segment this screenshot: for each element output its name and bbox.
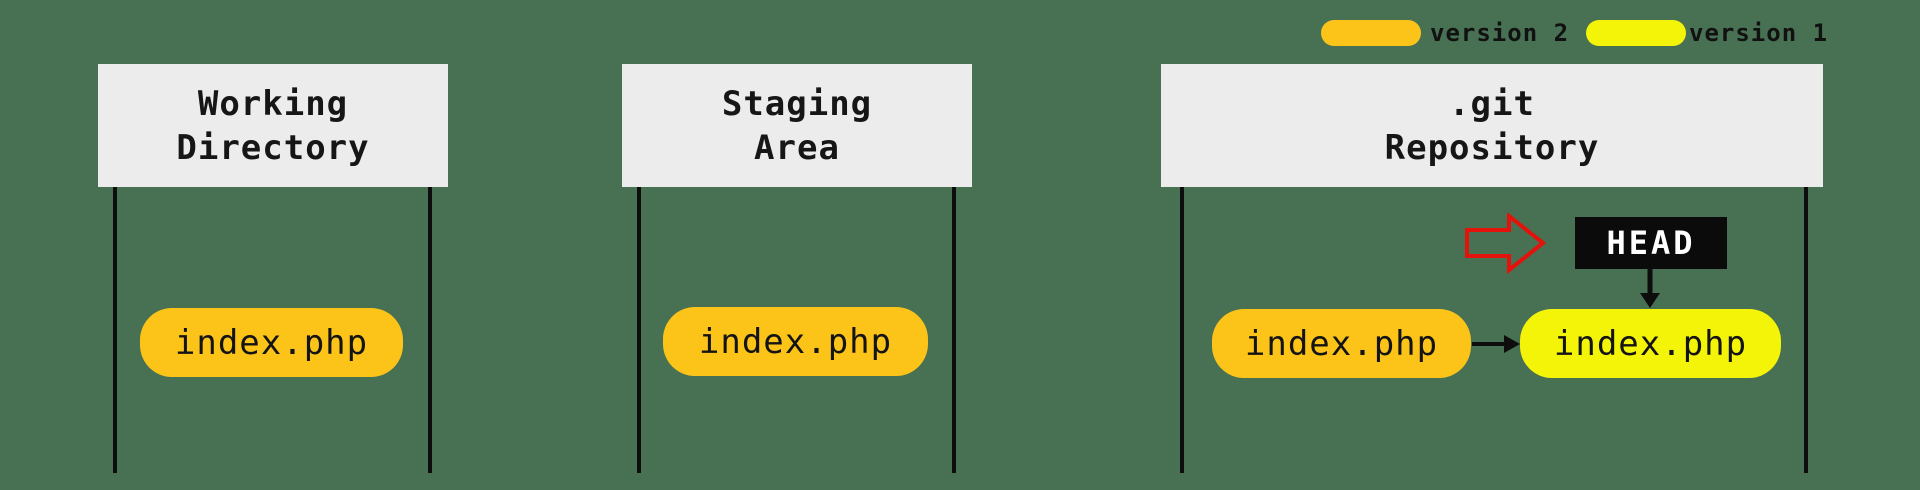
working-directory-right-rail [428, 187, 432, 473]
git-repository-header: .git Repository [1161, 64, 1823, 187]
git-repository-title-line2: Repository [1384, 127, 1600, 168]
legend-label-version1: version 1 [1689, 19, 1829, 47]
staging-area-header: Staging Area [622, 64, 972, 187]
staging-area-left-rail [637, 187, 641, 473]
head-label: HEAD [1606, 224, 1696, 262]
git-repository-title-line1: .git [1449, 83, 1535, 124]
legend-swatch-version2 [1321, 20, 1421, 46]
legend-swatch-version1 [1586, 20, 1686, 46]
staging-area-file-pill: index.php [663, 307, 928, 376]
head-box: HEAD [1575, 217, 1727, 269]
legend-label-version2: version 2 [1430, 19, 1570, 47]
staging-area-title-line2: Area [754, 127, 840, 168]
working-directory-file-pill: index.php [140, 308, 403, 377]
file-label: index.php [1553, 323, 1748, 364]
working-directory-left-rail [113, 187, 117, 473]
flow-arrow-icon [1472, 335, 1520, 353]
working-directory-header: Working Directory [98, 64, 448, 187]
head-pointer-icon [1640, 269, 1660, 308]
red-arrow-icon [1465, 213, 1547, 275]
file-label: index.php [174, 322, 369, 363]
working-directory-title-line2: Directory [176, 127, 370, 168]
staging-area-title-line1: Staging [721, 83, 873, 124]
file-label: index.php [1244, 323, 1439, 364]
git-repository-left-rail [1180, 187, 1184, 473]
file-label: index.php [698, 321, 893, 362]
repository-file-pill-version2: index.php [1212, 309, 1471, 378]
staging-area-right-rail [952, 187, 956, 473]
repository-file-pill-version1: index.php [1520, 309, 1781, 378]
working-directory-title-line1: Working [197, 83, 349, 124]
git-repository-right-rail [1804, 187, 1808, 473]
